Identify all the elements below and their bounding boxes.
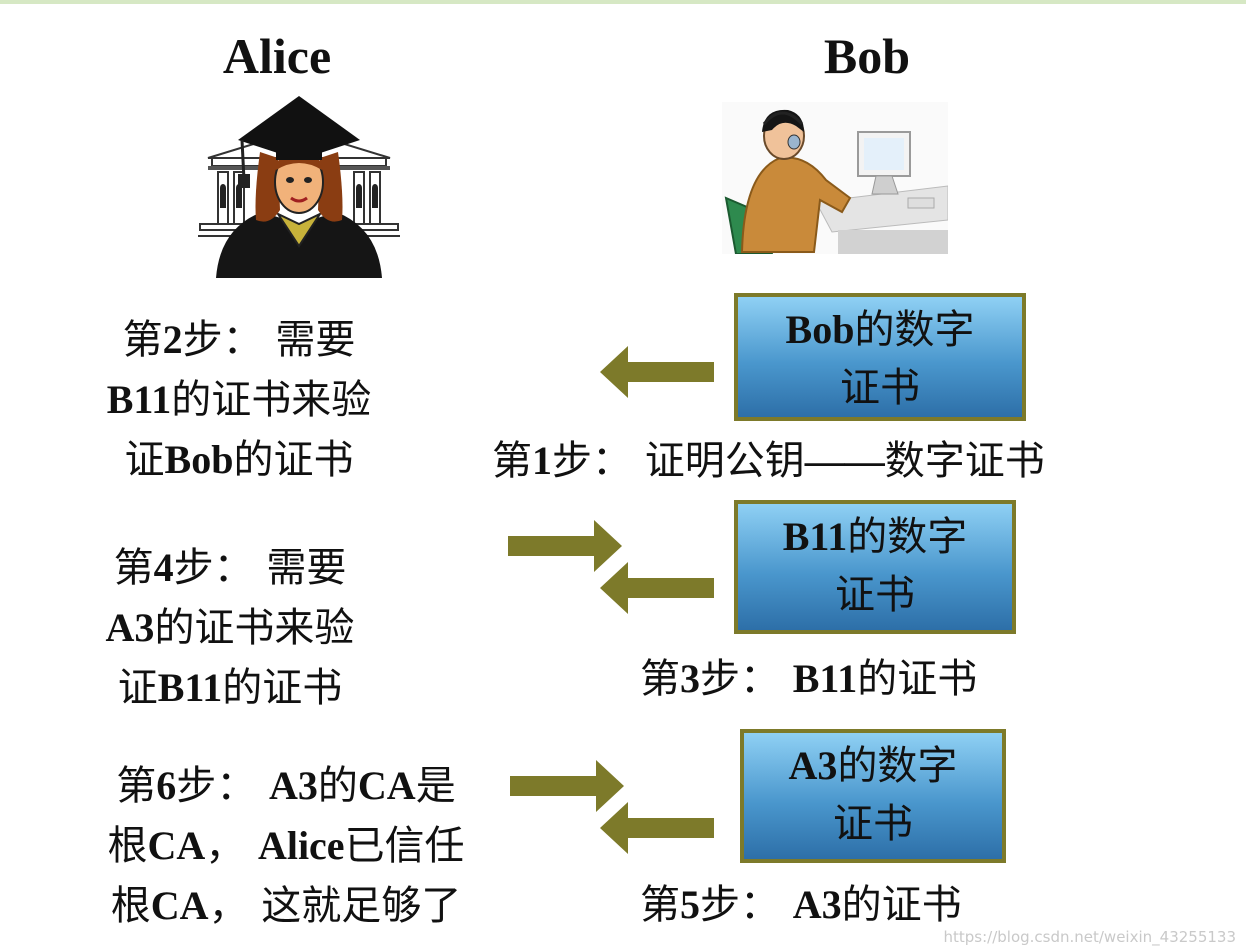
bob-computer-illustration bbox=[722, 102, 948, 254]
arrow-right-2 bbox=[510, 760, 624, 812]
alice-graduate-illustration bbox=[198, 96, 400, 278]
a3-certificate-box: A3的数字 证书 bbox=[740, 729, 1006, 863]
step-2-line: B11的证书来验 bbox=[106, 377, 372, 423]
watermark: https://blog.csdn.net/weixin_43255133 bbox=[943, 928, 1236, 946]
step-1-caption: 第1步： 证明公钥——数字证书 bbox=[492, 438, 1045, 484]
step-4-line: 第4步： 需要 bbox=[113, 545, 347, 591]
step-2-text: 第2步： 需要 B11的证书来验 证Bob的证书 bbox=[89, 310, 389, 490]
arrow-left-3 bbox=[600, 802, 714, 854]
step-2-line: 第2步： 需要 bbox=[122, 317, 356, 363]
arrow-left-1 bbox=[600, 346, 714, 398]
step-6-line: 根CA， Alice已信任 bbox=[107, 823, 465, 869]
top-rule bbox=[0, 0, 1246, 4]
step-4-text: 第4步： 需要 A3的证书来验 证B11的证书 bbox=[88, 538, 372, 718]
arrow-right-1 bbox=[508, 520, 622, 572]
b11-certificate-box: B11的数字 证书 bbox=[734, 500, 1016, 634]
step-6-line: 第6步： A3的CA是 bbox=[116, 763, 456, 809]
step-5-caption: 第5步： A3的证书 bbox=[640, 882, 962, 928]
arrow-left-2 bbox=[600, 562, 714, 614]
step-6-line: 根CA， 这就足够了 bbox=[110, 883, 462, 929]
step-4-line: 证B11的证书 bbox=[117, 665, 343, 711]
step-4-line: A3的证书来验 bbox=[105, 605, 355, 651]
bob-name: Bob bbox=[823, 28, 911, 84]
step-2-line: 证Bob的证书 bbox=[124, 437, 354, 483]
bob-certificate-box: Bob的数字 证书 bbox=[734, 293, 1026, 421]
step-3-caption: 第3步： B11的证书 bbox=[640, 656, 978, 702]
alice-name: Alice bbox=[222, 28, 332, 84]
step-6-text: 第6步： A3的CA是 根CA， Alice已信任 根CA， 这就足够了 bbox=[88, 756, 484, 936]
